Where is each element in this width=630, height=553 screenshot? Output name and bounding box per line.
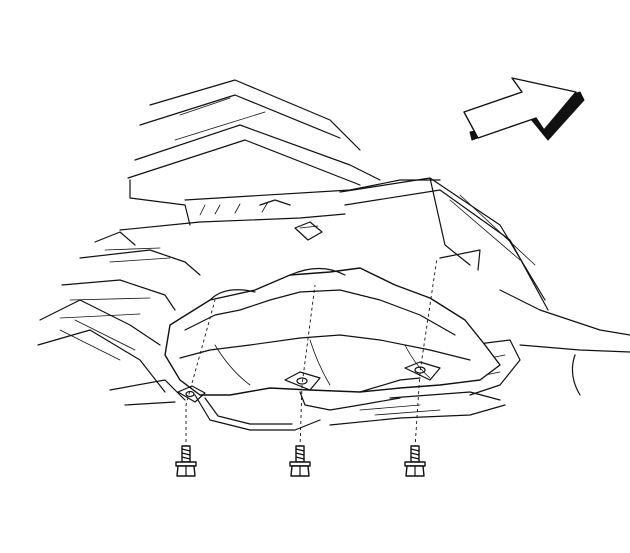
underbody-shield [164, 267, 501, 431]
bolt-icon [289, 445, 311, 477]
bolt-center [289, 445, 311, 477]
bolt-icon [175, 445, 197, 477]
vehicle-side-structure [329, 177, 630, 426]
bolt-left [175, 445, 197, 477]
bolt-icon [404, 445, 426, 477]
bolt-right [404, 445, 426, 477]
bolt-leader-lines [185, 257, 438, 449]
front-direction-arrow-icon [463, 77, 585, 141]
vehicle-underbody-panels [37, 79, 441, 406]
